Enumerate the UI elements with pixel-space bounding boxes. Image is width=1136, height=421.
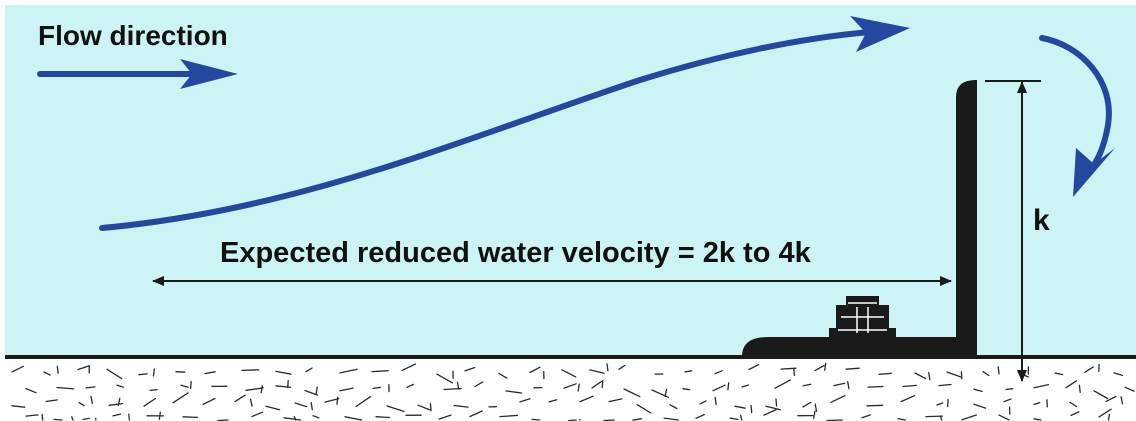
- expected-velocity-label: Expected reduced water velocity = 2k to …: [220, 237, 812, 269]
- flow-direction-label: Flow direction: [38, 20, 228, 51]
- height-k-label: k: [1033, 204, 1050, 237]
- height-dimension: [985, 80, 1041, 382]
- ground-hatching: [11, 362, 1135, 421]
- flow-direction-arrow-icon: [37, 59, 238, 89]
- bolt-icon: [829, 296, 896, 340]
- ground: [0, 355, 1136, 421]
- overflow-arrow-icon: [1039, 35, 1115, 197]
- flow-curve-arrow-icon: [99, 16, 910, 231]
